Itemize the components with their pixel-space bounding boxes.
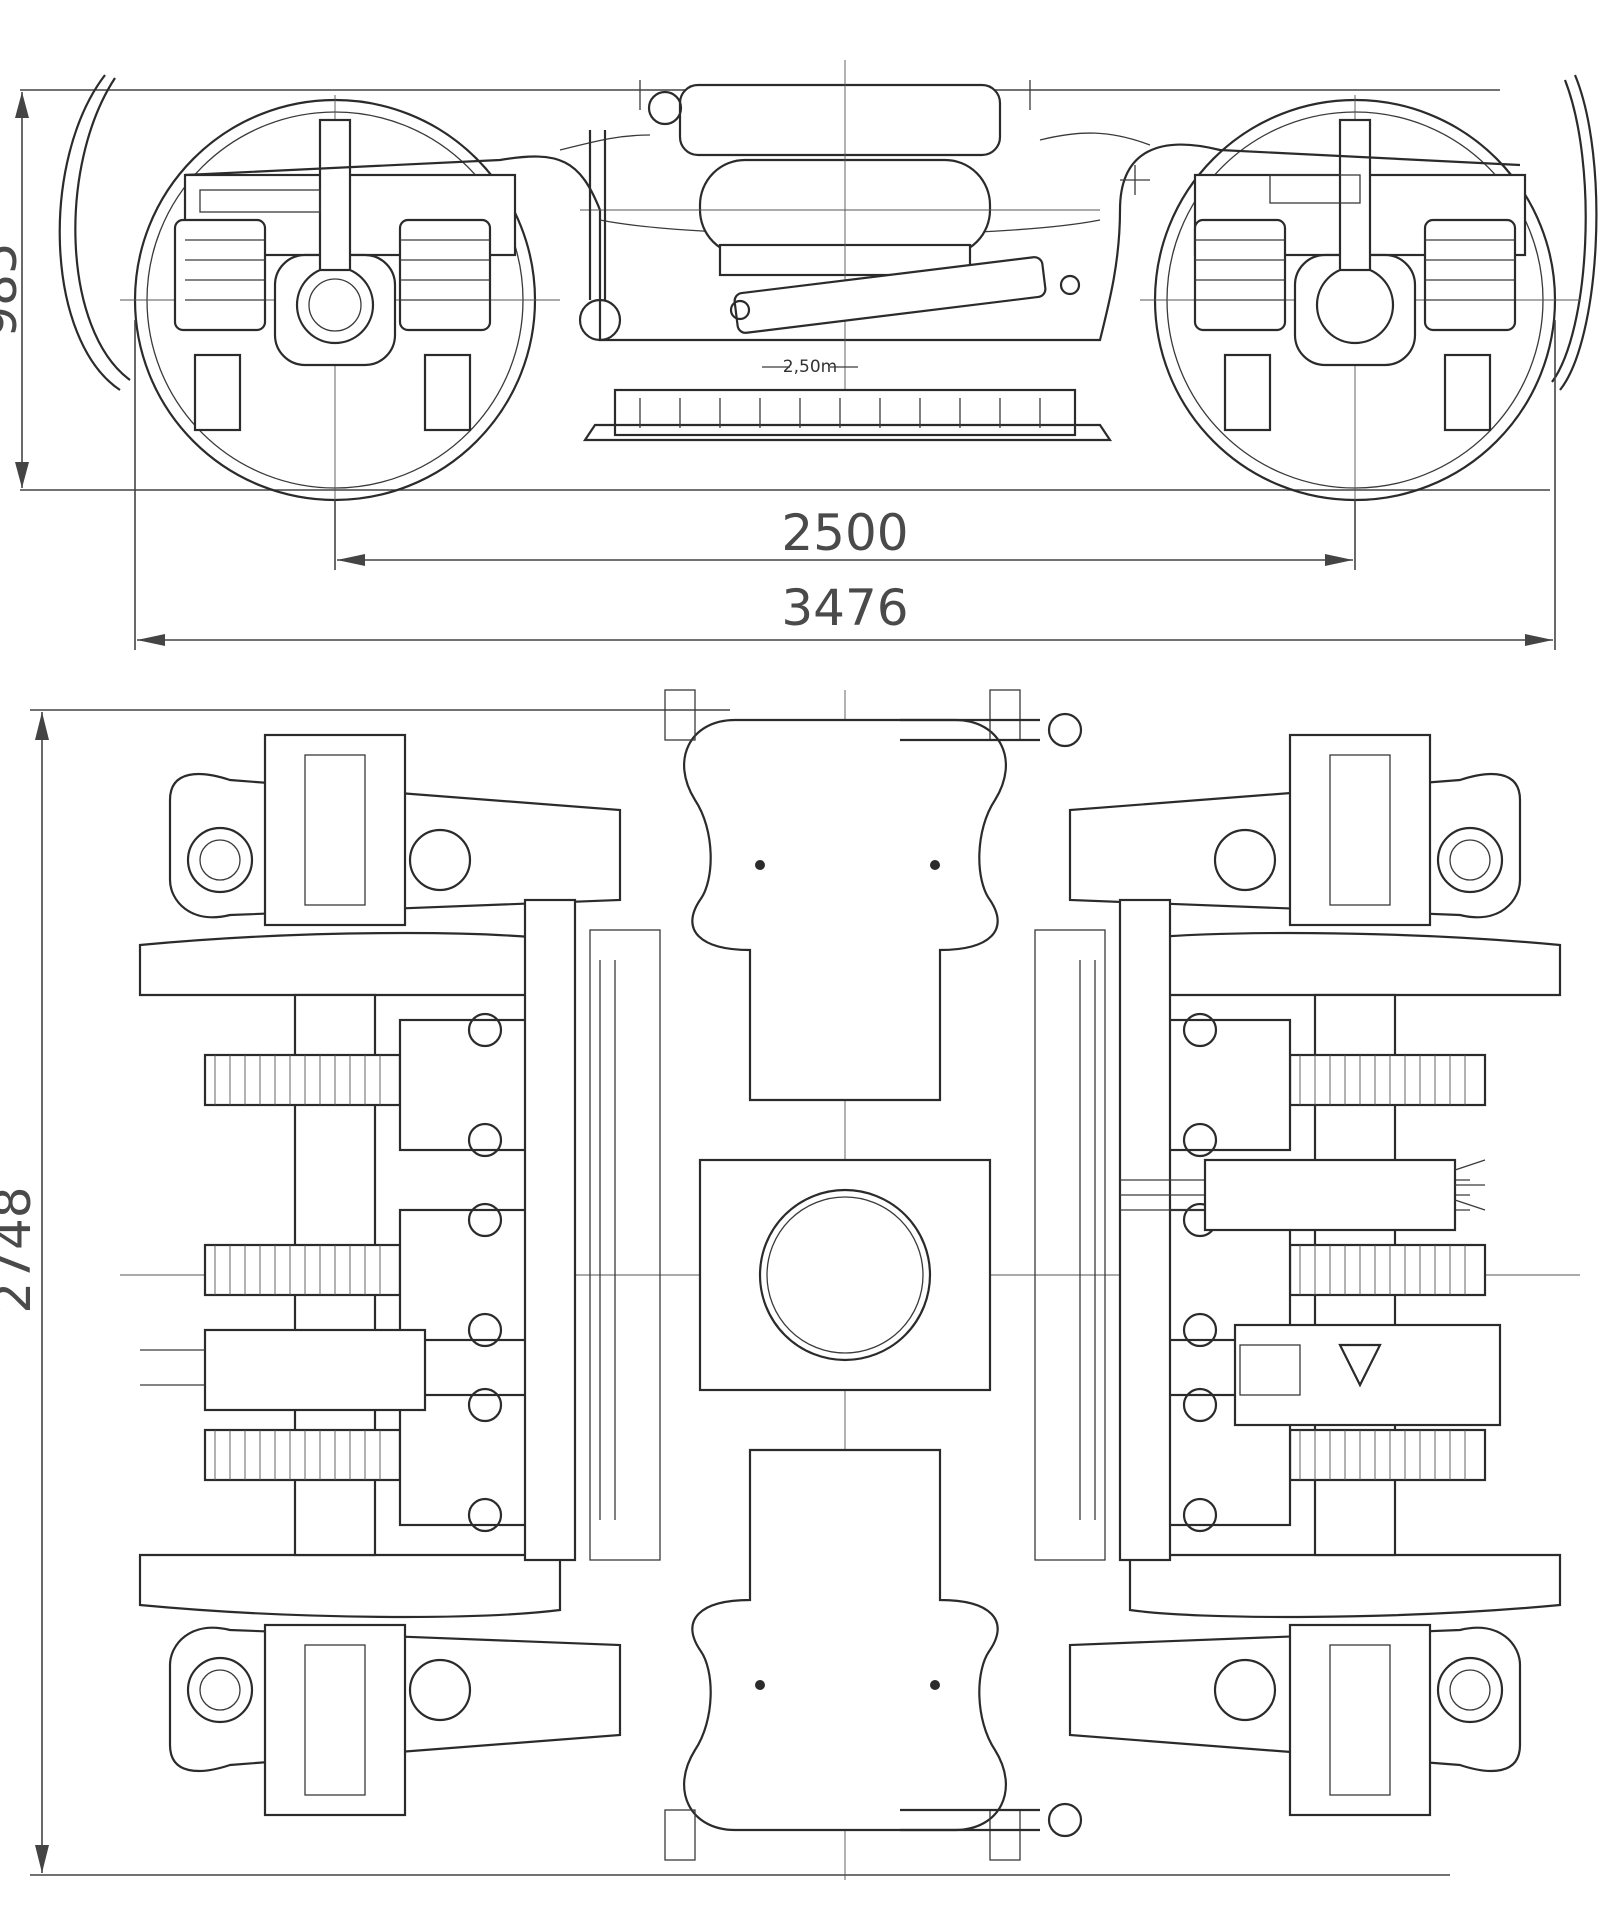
length-dimension: 3476 (134, 320, 1556, 650)
right-axlebox (1193, 118, 1527, 432)
bolster-airspring (578, 60, 1100, 420)
left-brake-discs (203, 1053, 402, 1482)
frame-longitudinals (168, 733, 1522, 1817)
brake-calipers (398, 1012, 1292, 1533)
wheelbase-dimension: 2500 (334, 500, 1356, 570)
side-view: 985 (0, 60, 1598, 650)
bolster-plan (664, 689, 1083, 1861)
yaw-damper (729, 256, 1081, 334)
plan-view: 2748 (0, 689, 1580, 1880)
frame-crossbeams (523, 898, 1172, 1562)
wheelbase-label: 2500 (781, 504, 908, 562)
wheelset-bottom (138, 1553, 1562, 1619)
length-label: 3476 (781, 579, 908, 637)
inline-dimension: 2,50m (783, 357, 837, 377)
right-brake-discs (1288, 1053, 1487, 1482)
height-label: 985 (0, 242, 28, 337)
width-label: 2748 (0, 1186, 42, 1313)
piping-details (140, 960, 1502, 1520)
right-hose (1559, 74, 1598, 391)
left-axlebox (173, 118, 517, 432)
left-hose (58, 74, 121, 391)
width-dimension: 2748 (0, 709, 1450, 1876)
bottom-equipment: 2,50m (582, 357, 1113, 442)
